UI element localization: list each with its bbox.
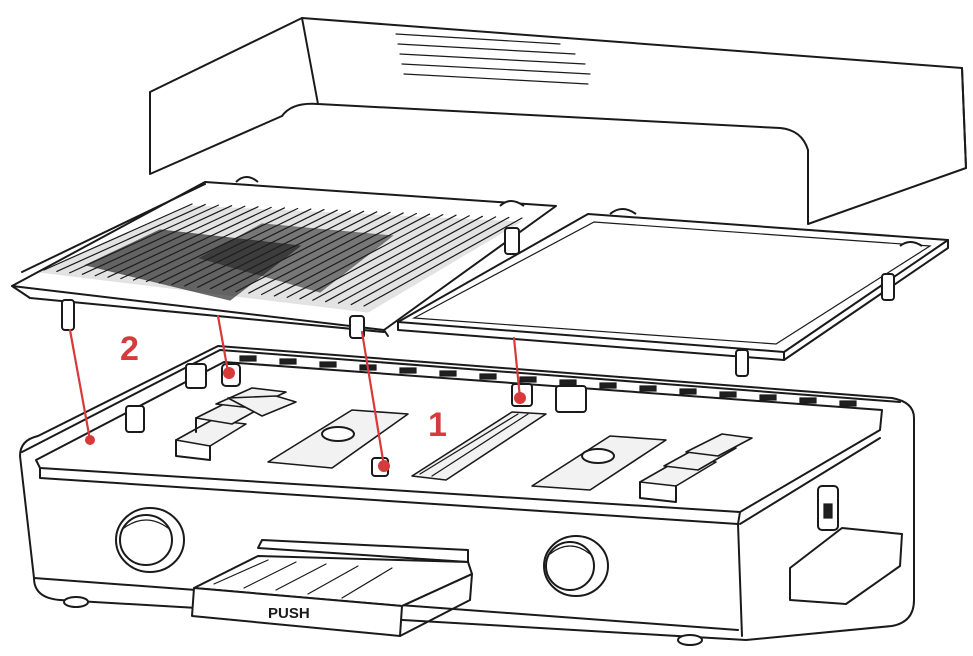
rim-slot bbox=[479, 373, 497, 380]
grill-rib bbox=[337, 216, 497, 304]
control-knob-right[interactable] bbox=[543, 535, 609, 597]
heating-chamber-right bbox=[531, 433, 753, 503]
griddle-plate-foot bbox=[735, 349, 749, 377]
heating-chamber-left bbox=[175, 387, 409, 469]
rim-slot bbox=[239, 355, 257, 362]
griddle-plate-foot bbox=[881, 273, 895, 301]
callout-line bbox=[68, 328, 92, 442]
callout-dot bbox=[223, 367, 235, 379]
callout-dot bbox=[514, 392, 526, 404]
drip-tray-drawer[interactable]: PUSH bbox=[191, 539, 473, 637]
grill-rib bbox=[312, 215, 470, 301]
rim-slot bbox=[799, 397, 817, 404]
grill-plate-foot bbox=[504, 227, 520, 255]
griddle-plate bbox=[397, 208, 949, 377]
rim-slot bbox=[559, 379, 577, 386]
grill-plate bbox=[11, 176, 557, 339]
rim-slot bbox=[399, 367, 417, 374]
side-switch[interactable] bbox=[817, 485, 839, 531]
rim-slot bbox=[839, 400, 857, 407]
rim-slot bbox=[279, 358, 297, 365]
grill-rib bbox=[43, 203, 193, 271]
callout-label-2: 2 bbox=[120, 330, 139, 368]
callout-dot bbox=[378, 460, 390, 472]
callout-label-1: 1 bbox=[428, 406, 447, 444]
callout-line bbox=[216, 314, 230, 374]
grill-rib bbox=[325, 215, 483, 303]
side-handle bbox=[789, 527, 903, 605]
control-knob-left[interactable] bbox=[115, 507, 185, 573]
grill-rib bbox=[350, 216, 510, 306]
foot bbox=[677, 634, 703, 646]
grill-plate-foot bbox=[349, 315, 365, 339]
rim-slot bbox=[319, 361, 337, 368]
grill-rib bbox=[363, 217, 523, 307]
callout-dot bbox=[85, 435, 95, 445]
rim-slot bbox=[599, 382, 617, 389]
drawer-push-label: PUSH bbox=[268, 605, 310, 622]
rim-slot bbox=[439, 370, 457, 377]
splash-guard bbox=[149, 17, 967, 225]
base-unit bbox=[19, 345, 915, 646]
callout-line bbox=[512, 336, 522, 400]
rim-slot bbox=[679, 388, 697, 395]
callout-line bbox=[360, 330, 386, 468]
rim-slot bbox=[759, 394, 777, 401]
rim-slot bbox=[719, 391, 737, 398]
grill-rib bbox=[56, 203, 206, 273]
rim-slot bbox=[519, 376, 537, 383]
rim-slot bbox=[639, 385, 657, 392]
grill-plate-foot bbox=[61, 299, 75, 331]
callout-lines bbox=[68, 314, 526, 472]
foot bbox=[63, 596, 89, 608]
